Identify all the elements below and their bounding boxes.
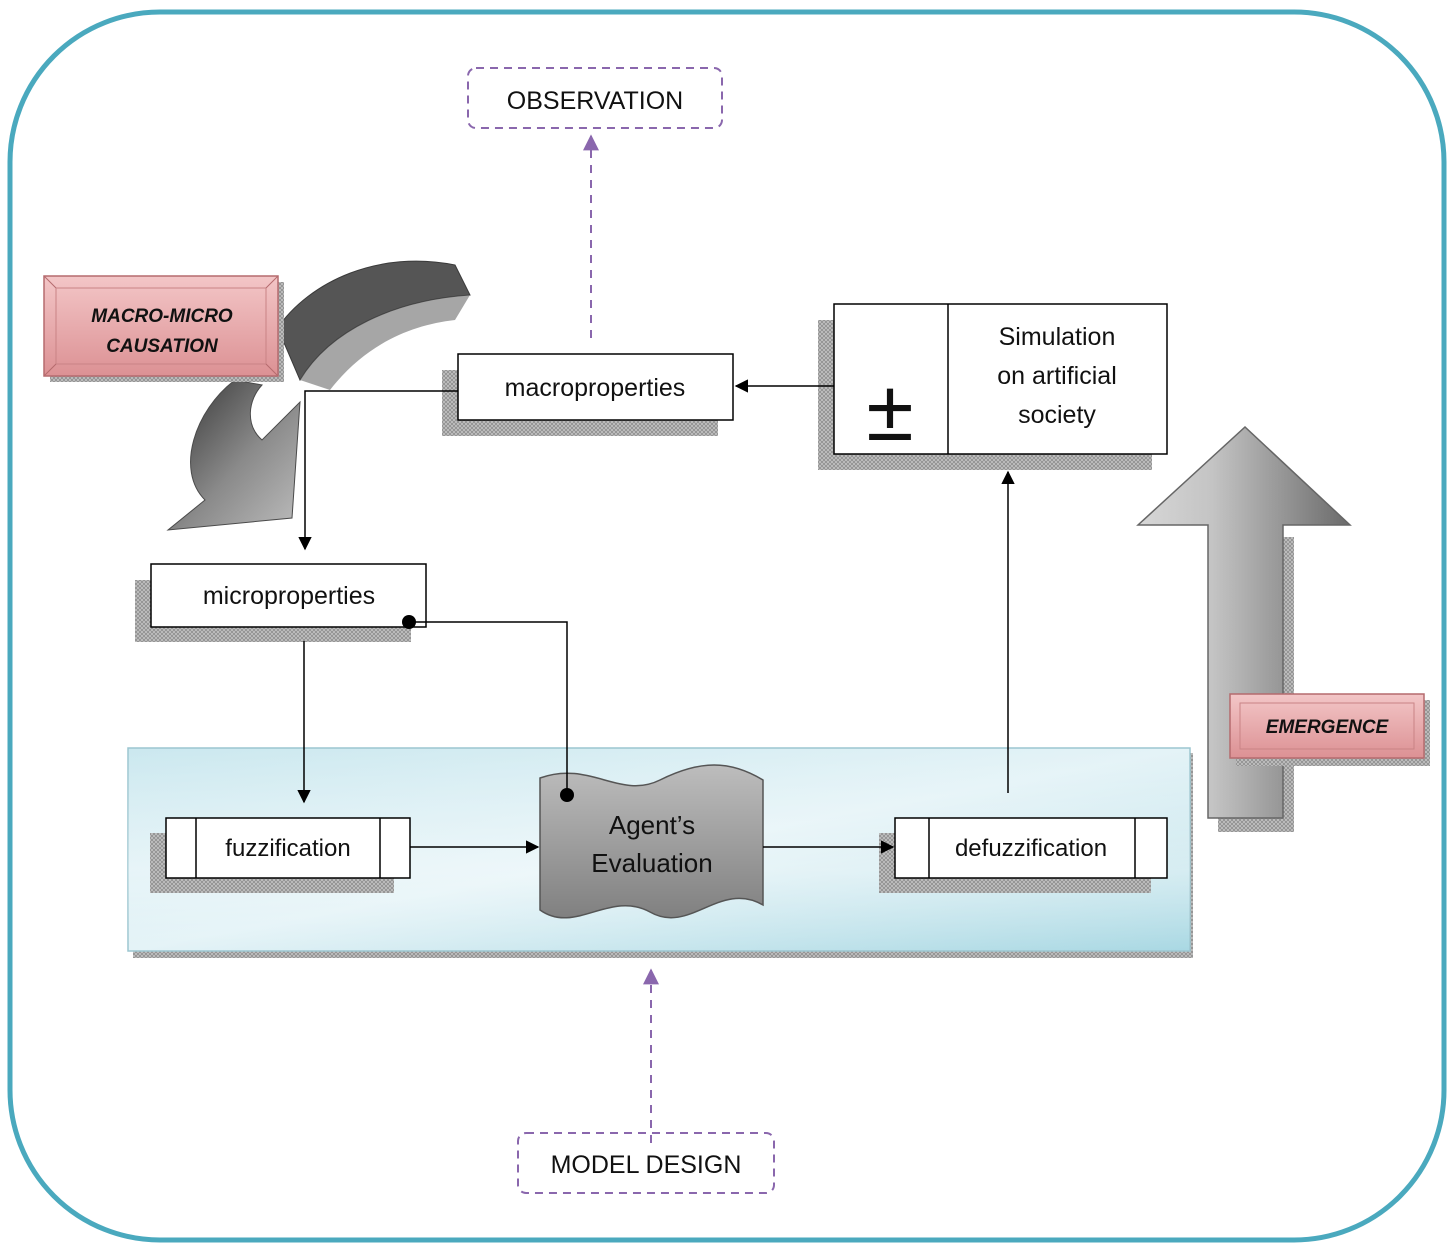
observation-label: OBSERVATION xyxy=(507,87,683,115)
macroproperties-to-microproperties-arrow xyxy=(298,390,458,551)
defuzzification-box: defuzzification xyxy=(879,817,1168,893)
fuzzification-box: fuzzification xyxy=(150,817,411,893)
agents-evaluation-line2: Evaluation xyxy=(591,848,712,878)
macro-micro-label-line1: MACRO-MICRO xyxy=(91,306,233,327)
simulation-label-line1: Simulation xyxy=(999,323,1116,351)
agents-evaluation-line1: Agent’s xyxy=(609,810,695,840)
simulation-label-line3: society xyxy=(1018,401,1096,429)
simulation-box: ± Simulation on artificial society xyxy=(818,303,1168,470)
emergence-label: EMERGENCE xyxy=(1266,717,1390,738)
connector-dot-start xyxy=(402,615,416,629)
microproperties-label: microproperties xyxy=(203,582,375,610)
agents-evaluation-shape: Agent’s Evaluation xyxy=(539,764,764,919)
fuzzification-label: fuzzification xyxy=(225,835,350,862)
connector-dot-end xyxy=(560,788,574,802)
macroproperties-label: macroproperties xyxy=(505,374,686,402)
microproperties-to-evaluation-connector xyxy=(409,621,568,795)
macroproperties-box: macroproperties xyxy=(442,353,734,436)
plus-minus-icon: ± xyxy=(866,363,913,459)
macro-micro-label-line2: CAUSATION xyxy=(106,336,219,357)
model-design-label: MODEL DESIGN xyxy=(551,1151,742,1179)
defuzzification-label: defuzzification xyxy=(955,835,1107,862)
macro-micro-causation-badge: MACRO-MICRO CAUSATION xyxy=(43,275,284,382)
observation-box: OBSERVATION xyxy=(467,67,723,129)
emergence-badge: EMERGENCE xyxy=(1229,693,1430,766)
simulation-label-line2: on artificial xyxy=(997,362,1117,390)
model-design-box: MODEL DESIGN xyxy=(517,1132,775,1194)
microproperties-box: microproperties xyxy=(135,563,427,642)
causation-curved-arrow xyxy=(166,260,471,531)
